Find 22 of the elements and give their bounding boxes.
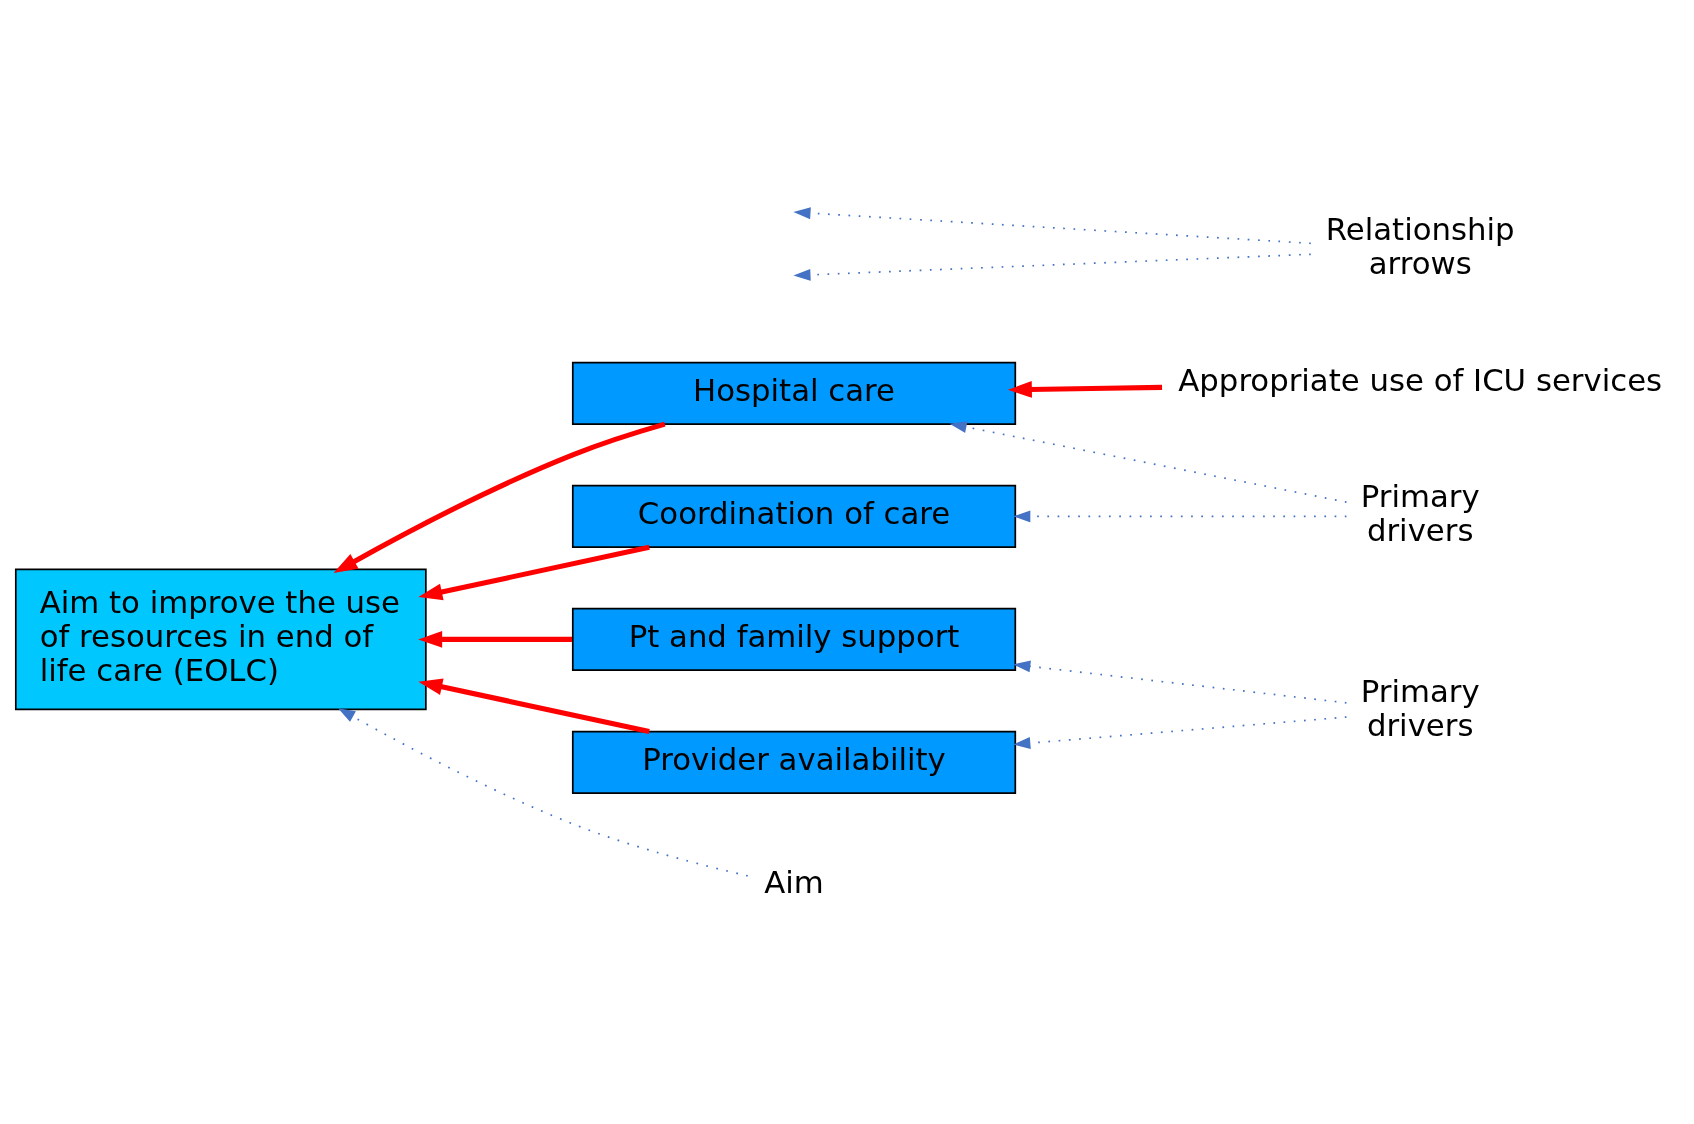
arrow bbox=[949, 420, 1348, 503]
arrow bbox=[333, 421, 666, 573]
arrow bbox=[1013, 715, 1348, 749]
arrow bbox=[418, 678, 650, 734]
node-text: Primary drivers bbox=[1360, 477, 1480, 548]
arrow bbox=[793, 252, 1312, 281]
arrow bbox=[418, 630, 573, 648]
node-text: Relationship arrows bbox=[1325, 210, 1515, 281]
node-text: Primary drivers bbox=[1360, 672, 1480, 743]
node-box: Provider availability bbox=[571, 730, 1017, 794]
arrow bbox=[793, 206, 1312, 244]
arrow bbox=[1013, 659, 1348, 704]
node-box: Hospital care bbox=[571, 361, 1017, 425]
node-text: Aim bbox=[764, 863, 824, 900]
arrow bbox=[1013, 509, 1348, 522]
arrow bbox=[418, 544, 650, 600]
node-box: Pt and family support bbox=[571, 607, 1017, 671]
node-text: Appropriate use of ICU services bbox=[1178, 361, 1663, 398]
node-box: Aim to improve the use of resources in end of life care (EOLC) bbox=[14, 567, 427, 710]
node-box: Coordination of care bbox=[571, 484, 1017, 548]
arrow bbox=[338, 707, 749, 877]
arrow bbox=[1007, 380, 1163, 398]
